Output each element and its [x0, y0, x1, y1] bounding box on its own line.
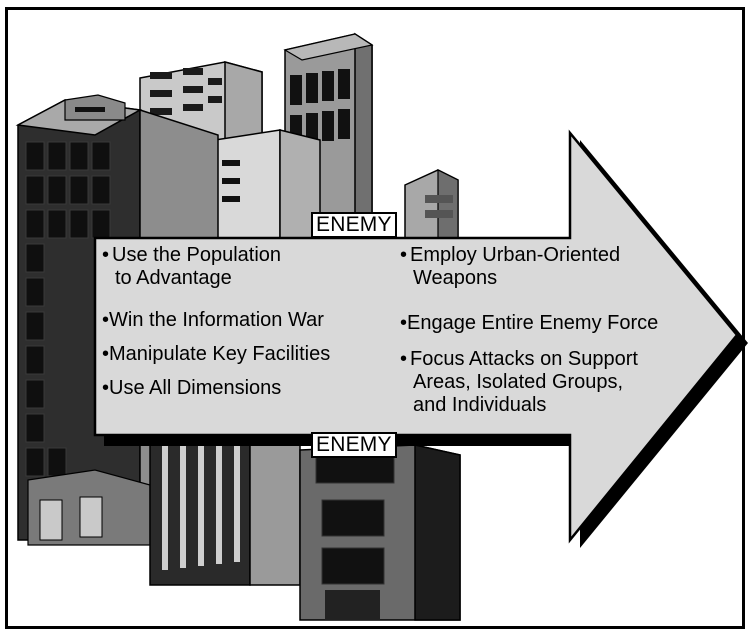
- left-bullet-3-line-1: Manipulate Key Facilities: [109, 343, 331, 365]
- left-bullet-1: •Use the Population to Advantage: [102, 244, 281, 290]
- right-bullet-2: •Engage Entire Enemy Force: [400, 312, 658, 335]
- right-bullet-1-line-2: Weapons: [413, 267, 498, 289]
- left-bullet-3: •Manipulate Key Facilities: [102, 343, 330, 366]
- right-bullet-3-line-3: and Individuals: [413, 394, 547, 416]
- enemy-label-top: ENEMY: [311, 212, 397, 238]
- bullet-dot: •: [102, 309, 110, 331]
- bullet-dot: •: [400, 312, 408, 334]
- left-bullet-2-line-1: Win the Information War: [109, 309, 324, 331]
- right-bullet-1-line-1: Employ Urban-Oriented: [410, 244, 621, 266]
- left-bullet-4-line-1: Use All Dimensions: [109, 377, 282, 399]
- building-mid-light: [214, 129, 321, 251]
- left-bullet-1-line-2: to Advantage: [115, 267, 232, 289]
- bullet-dot: •: [400, 244, 408, 266]
- left-bullet-2: •Win the Information War: [102, 309, 324, 332]
- enemy-label-bottom: ENEMY: [311, 432, 397, 458]
- right-bullet-2-line-1: Engage Entire Enemy Force: [407, 312, 659, 334]
- bullet-dot: •: [102, 343, 110, 365]
- left-bullet-1-line-1: Use the Population: [112, 244, 282, 266]
- building-bottom-dark: [299, 444, 461, 621]
- arrow-body: [93, 129, 739, 544]
- right-bullet-3-line-2: Areas, Isolated Groups,: [413, 371, 624, 393]
- right-bullet-3: •Focus Attacks on Support Areas, Isolate…: [400, 348, 638, 417]
- building-right-small: [404, 169, 459, 251]
- bullet-dot: •: [102, 377, 110, 399]
- right-bullet-3-line-1: Focus Attacks on Support: [410, 348, 638, 370]
- bullet-dot: •: [102, 244, 110, 266]
- bullet-dot: •: [400, 348, 408, 370]
- right-bullet-1: •Employ Urban-Oriented Weapons: [400, 244, 620, 290]
- left-bullet-4: •Use All Dimensions: [102, 377, 281, 400]
- arrow-group: [93, 129, 748, 548]
